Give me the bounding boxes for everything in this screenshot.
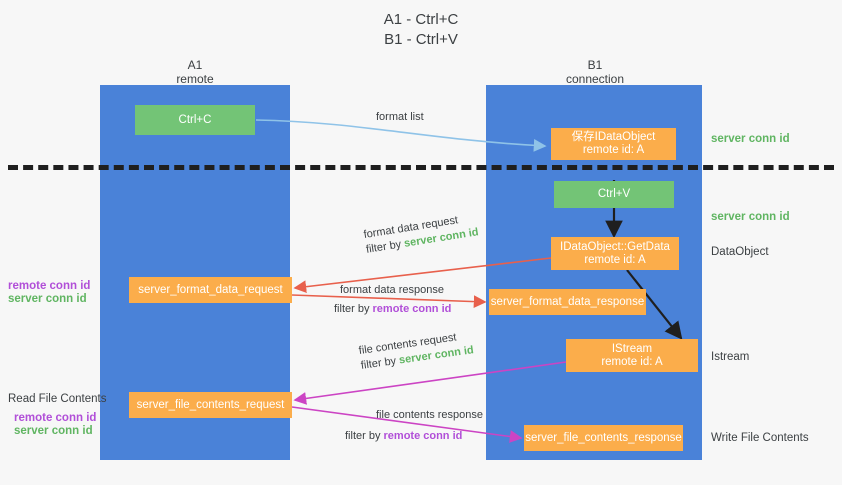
fdres-pre: filter by [334,303,373,315]
node-istream-line2: remote id: A [601,355,663,368]
phase-separator [8,165,834,170]
node-ctrl-c-label: Ctrl+C [178,113,212,126]
node-save-idataobject-line2: remote id: A [582,144,645,156]
node-ctrl-v-label: Ctrl+V [597,188,631,200]
node-ctrl-c[interactable]: Ctrl+C [135,105,255,135]
edge-label-format-data-response-filter: filter by remote conn id [334,302,451,317]
left-label-remote-conn-id-1: remote conn id [8,280,91,292]
column-b1-name: B1 [587,58,603,72]
left-label-server-conn-id-2: server conn id [14,425,93,437]
right-label-server-conn-id-top: server conn id [711,133,790,145]
node-idataobject-getdata-line2: remote id: A [584,253,646,266]
node-server-file-contents-request-label: server_file_contents_request [136,398,285,411]
node-server-file-contents-response-label: server_file_contents_response [525,431,682,444]
node-idataobject-getdata-line1: IDataObject::GetData [560,240,670,253]
edge-label-format-data-response: format data response filter by remote co… [334,283,451,317]
edge-label-file-contents-response-title: file contents response [376,409,484,421]
edge-label-format-list: format list [376,110,424,125]
edge-label-format-data-response-title: format data response [340,284,444,296]
left-label-remote-conn-id-2: remote conn id [14,412,97,424]
edge-label-file-contents-request: file contents request filter by server c… [358,328,475,374]
column-header-b1: B1 connection [520,58,670,86]
edge-label-format-list-text: format list [376,111,424,123]
node-server-format-data-response-label: server_format_data_response [490,295,645,308]
node-server-file-contents-request[interactable]: server_file_contents_request [129,392,292,418]
edge-label-file-contents-response: file contents response filter by remote … [345,408,484,444]
fcr-pre: filter by [360,354,400,372]
node-server-format-data-response[interactable]: server_format_data_response [489,289,646,315]
fcres-pre: filter by [345,430,384,442]
node-istream-line1: IStream [611,342,653,355]
fdres-kw: remote conn id [372,303,452,315]
right-label-istream: Istream [711,351,750,363]
right-label-write-file-contents: Write File Contents [711,432,809,444]
node-save-idataobject-line1: 保存IDataObject [571,131,656,143]
left-label-read-file-contents: Read File Contents [8,393,107,405]
node-save-idataobject[interactable]: 保存IDataObject remote id: A [551,128,676,160]
edge-label-file-contents-response-filter: filter by remote conn id [345,429,483,444]
node-server-file-contents-response[interactable]: server_file_contents_response [524,425,683,451]
title-line-2: B1 - Ctrl+V [384,31,458,48]
column-a1-name: A1 [187,58,203,72]
title-line-1: A1 - Ctrl+C [383,11,459,28]
node-ctrl-v[interactable]: Ctrl+V [554,181,674,208]
fcres-kw: remote conn id [383,430,463,442]
column-b1-sub: connection [565,72,625,86]
node-server-format-data-request[interactable]: server_format_data_request [129,277,292,303]
node-istream[interactable]: IStream remote id: A [566,339,698,372]
diagram-title: A1 - Ctrl+C B1 - Ctrl+V [0,10,842,50]
right-label-dataobject: DataObject [711,246,769,258]
column-a1-sub: remote [176,72,214,86]
edge-label-format-data-request: format data request filter by server con… [363,210,480,257]
column-header-a1: A1 remote [120,58,270,86]
right-label-server-conn-id-mid: server conn id [711,211,790,223]
left-label-server-conn-id-1: server conn id [8,293,87,305]
node-idataobject-getdata[interactable]: IDataObject::GetData remote id: A [551,237,679,270]
node-server-format-data-request-label: server_format_data_request [138,283,283,296]
